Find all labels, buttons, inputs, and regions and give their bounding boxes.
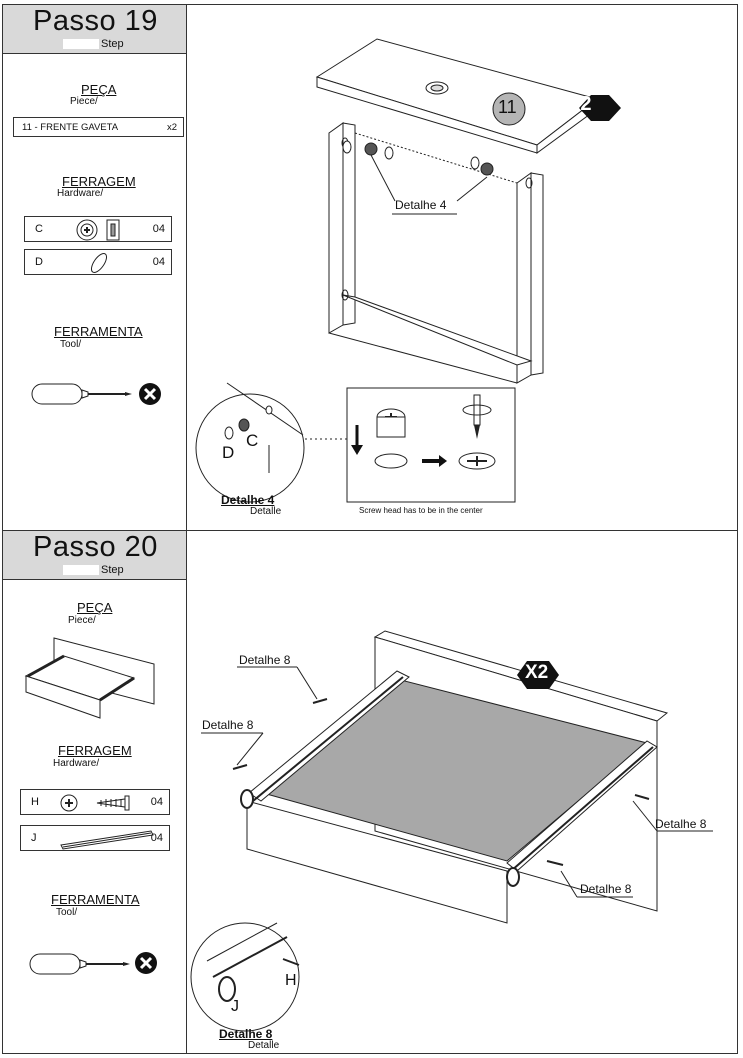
hardware-subheading: Hardware/ (53, 758, 100, 769)
blank-patch (63, 39, 99, 49)
step20-header: Passo 20 Step (3, 531, 186, 580)
tool-heading: FERRAMENTA (51, 892, 140, 907)
hardware-heading: FERRAGEM (62, 174, 136, 189)
hardware-code: H (31, 796, 39, 808)
no-tool-icon (139, 383, 161, 405)
multiplier-badge: X2 (525, 662, 549, 683)
hardware-row-h: H 04 (20, 789, 170, 815)
detail-caption-sub: Detalle (250, 506, 282, 517)
hardware-qty: 04 (152, 223, 165, 235)
hardware-row-j: J 04 (20, 825, 170, 851)
zoom-label-d: D (222, 443, 235, 462)
step19-header: Passo 19 Step (3, 5, 186, 54)
page-frame (2, 4, 738, 1054)
tool-subheading: Tool/ (56, 907, 78, 918)
hardware-code: J (31, 832, 37, 844)
hardware-row-d: D 04 (24, 249, 172, 275)
hardware-qty: 04 (150, 796, 163, 808)
instruction-text: Screw head has to be in the center (359, 506, 483, 515)
hardware-qty: 04 (150, 832, 163, 844)
detail-label: Detalhe 8 (202, 718, 254, 732)
step20-subtitle: Step (101, 564, 124, 576)
step20-illustration (190, 630, 713, 1032)
dowel-icon (90, 253, 108, 273)
no-tool-icon (135, 952, 157, 974)
zoom-label-j: J (231, 998, 239, 1015)
detail-caption-title: Detalhe 4 (221, 493, 275, 507)
zoom-label-h: H (285, 972, 297, 989)
column-divider (186, 4, 187, 1054)
blank-patch (63, 565, 99, 575)
step19-subtitle: Step (101, 38, 124, 50)
piece-heading: PEÇA (77, 600, 113, 615)
screw-icon (60, 794, 130, 812)
multiplier-badge: X2 (567, 93, 592, 115)
step19-illustration (195, 38, 621, 503)
piece-subheading: Piece/ (70, 96, 98, 107)
cam-lock-icon (76, 219, 120, 241)
drawer-piece-icon (24, 637, 155, 719)
screwdriver-icon (31, 383, 132, 405)
hardware-row-c: C 04 (24, 216, 172, 242)
piece-name: 11 - FRENTE GAVETA (22, 122, 119, 133)
step19-title: Passo 19 (33, 5, 158, 37)
hardware-subheading: Hardware/ (57, 188, 104, 199)
tool-subheading: Tool/ (60, 339, 82, 350)
piece-subheading: Piece/ (68, 615, 96, 626)
hardware-code: C (35, 223, 43, 235)
hardware-heading: FERRAGEM (58, 743, 132, 758)
piece-qty: x2 (166, 122, 177, 133)
hardware-code: D (35, 256, 43, 268)
tool-heading: FERRAMENTA (54, 324, 143, 339)
detail-label: Detalhe 8 (580, 882, 632, 896)
detail-caption-title: Detalhe 8 (219, 1027, 273, 1041)
hardware-qty: 04 (152, 256, 165, 268)
part-number: 11 (498, 97, 517, 117)
drawer-slide-icon (60, 830, 154, 850)
screwdriver-icon (29, 953, 130, 975)
detail-label: Detalhe 4 (395, 198, 447, 212)
step-divider (2, 530, 738, 531)
piece-row: 11 - FRENTE GAVETA x2 (13, 117, 184, 137)
detail-label: Detalhe 8 (655, 817, 707, 831)
step20-title: Passo 20 (33, 531, 158, 563)
piece-heading: PEÇA (81, 82, 117, 97)
detail-label: Detalhe 8 (239, 653, 291, 667)
zoom-label-c: C (246, 431, 259, 450)
detail-caption-sub: Detalle (248, 1040, 280, 1051)
